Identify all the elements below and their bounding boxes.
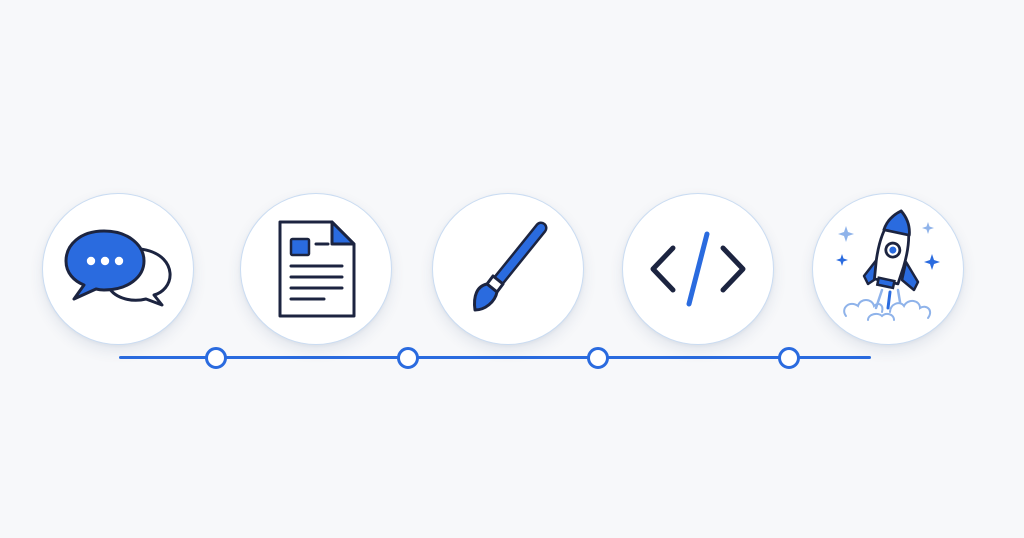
timeline-node-4 — [778, 347, 800, 369]
code-brackets-icon — [650, 231, 746, 307]
chat-bubbles-icon — [64, 229, 172, 307]
document-icon — [278, 220, 356, 318]
timeline-line — [119, 356, 871, 359]
step-circle-code — [622, 193, 774, 345]
rocket-launch-icon — [836, 209, 940, 321]
step-circle-document — [240, 193, 392, 345]
step-circle-chat — [42, 193, 194, 345]
step-circle-rocket — [812, 193, 964, 345]
timeline-node-3 — [587, 347, 609, 369]
step-circle-paintbrush — [432, 193, 584, 345]
timeline-node-2 — [397, 347, 419, 369]
paintbrush-icon — [473, 221, 548, 312]
timeline-node-1 — [205, 347, 227, 369]
